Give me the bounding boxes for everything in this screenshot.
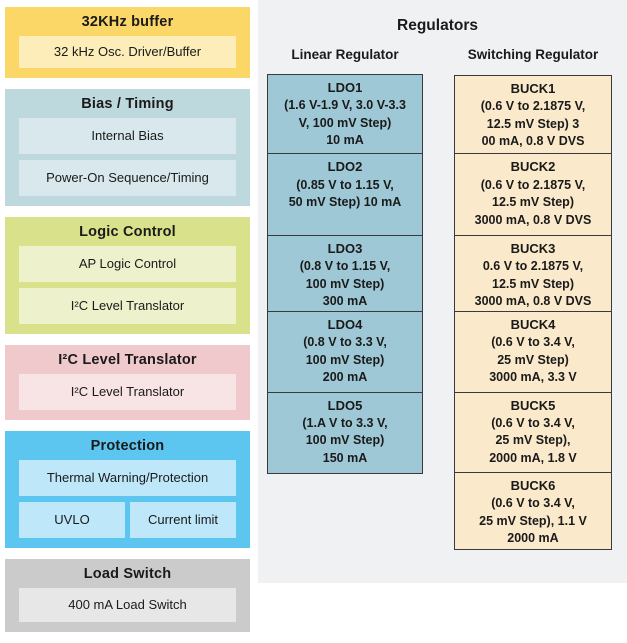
reg-line: (0.6 V to 3.4 V,	[491, 335, 575, 350]
reg-box-buck2: BUCK2 (0.6 V to 2.1875 V, 12.5 mV Step) …	[454, 153, 612, 237]
reg-box-ldo4: LDO4 (0.8 V to 3.3 V, 100 mV Step) 200 m…	[267, 311, 423, 394]
section-title: Logic Control	[79, 224, 176, 240]
regulators-panel: Regulators Linear Regulator Switching Re…	[258, 0, 627, 583]
block-400ma-load-switch: 400 mA Load Switch	[19, 588, 236, 622]
reg-line: V, 100 mV Step)	[298, 115, 392, 130]
reg-box-ldo5: LDO5 (1.A V to 3.3 V, 100 mV Step) 150 m…	[267, 391, 423, 474]
reg-line: (1.6 V-1.9 V, 3.0 V-3.3	[284, 98, 406, 113]
reg-line: (1.A V to 3.3 V,	[302, 415, 388, 430]
reg-box-buck6: BUCK6 (0.6 V to 3.4 V, 25 mV Step), 1.1 …	[454, 472, 612, 551]
reg-box-ldo1: LDO1 (1.6 V-1.9 V, 3.0 V-3.3 V, 100 mV S…	[267, 74, 423, 155]
reg-line: (0.6 V to 3.4 V,	[491, 415, 575, 430]
block-internal-bias: Internal Bias	[19, 118, 236, 154]
reg-line: (0.6 V to 2.1875 V,	[480, 177, 586, 192]
reg-line: 12.5 mV Step) 3	[486, 116, 580, 131]
protection-row: UVLO Current limit	[19, 502, 236, 538]
reg-box-ldo2: LDO2 (0.85 V to 1.15 V, 50 mV Step) 10 m…	[267, 153, 423, 237]
reg-line: 12.5 mV Step)	[492, 195, 574, 210]
reg-line: 3000 mA, 0.8 V DVS	[474, 212, 592, 227]
reg-line: 3000 mA, 0.8 V DVS	[474, 294, 592, 308]
section-logic-control: Logic Control AP Logic Control I²C Level…	[5, 217, 250, 334]
reg-box-buck4: BUCK4 (0.6 V to 3.4 V, 25 mV Step) 3000 …	[454, 311, 612, 394]
section-title: Load Switch	[83, 566, 172, 582]
reg-name: BUCK4	[510, 317, 556, 333]
block-osc-driver-buffer: 32 kHz Osc. Driver/Buffer	[19, 36, 236, 68]
reg-line: 0.6 V to 2.1875 V,	[482, 259, 584, 273]
pmic-block-diagram: { "colors": { "text": "#1A1A1A", "panel"…	[5, 0, 627, 632]
reg-name: BUCK6	[510, 478, 556, 494]
section-title: Bias / Timing	[81, 96, 174, 112]
block-thermal-warning: Thermal Warning/Protection	[19, 460, 236, 496]
reg-box-buck1: BUCK1 (0.6 V to 2.1875 V, 12.5 mV Step) …	[454, 75, 612, 155]
reg-line: 2000 mA	[507, 531, 559, 546]
reg-line: 150 mA	[322, 450, 368, 465]
section-title: Protection	[90, 438, 165, 454]
reg-line: 25 mV Step)	[497, 352, 569, 367]
reg-box-buck3: BUCK3 0.6 V to 2.1875 V, 12.5 mV Step) 3…	[454, 234, 612, 313]
reg-name: BUCK2	[510, 159, 556, 175]
reg-line: 100 mV Step)	[305, 433, 385, 448]
reg-line: 100 mV Step)	[305, 352, 385, 367]
reg-line: 2000 mA, 1.8 V	[489, 450, 577, 465]
section-title: I²C Level Translator	[58, 352, 197, 368]
reg-name: LDO3	[327, 240, 363, 256]
reg-name: LDO5	[327, 397, 363, 413]
block-i2c-level-translator: I²C Level Translator	[19, 374, 236, 410]
regulators-title: Regulators	[397, 17, 478, 34]
reg-line: 200 mA	[322, 370, 368, 385]
reg-line: 3000 mA, 3.3 V	[489, 370, 577, 385]
reg-line: 50 mV Step) 10 mA	[288, 195, 402, 210]
reg-name: BUCK1	[510, 81, 556, 96]
section-title: 32KHz buffer	[81, 14, 174, 30]
reg-line: 25 mV Step), 1.1 V	[479, 513, 587, 528]
reg-line: 300 mA	[322, 294, 368, 308]
reg-line: 12.5 mV Step)	[492, 276, 574, 291]
reg-line: 00 mA, 0.8 V DVS	[481, 134, 585, 149]
reg-line: 25 mV Step),	[495, 433, 571, 448]
reg-line: (0.8 V to 1.15 V,	[299, 259, 391, 273]
reg-name: LDO2	[327, 159, 363, 175]
section-32khz-buffer: 32KHz buffer 32 kHz Osc. Driver/Buffer	[5, 7, 250, 78]
section-bias-timing: Bias / Timing Internal Bias Power-On Seq…	[5, 89, 250, 206]
block-power-on-sequence: Power-On Sequence/Timing	[19, 160, 236, 196]
reg-name: BUCK3	[510, 240, 556, 256]
reg-box-buck5: BUCK5 (0.6 V to 3.4 V, 25 mV Step), 2000…	[454, 391, 612, 474]
block-uvlo: UVLO	[19, 502, 125, 538]
reg-box-ldo3: LDO3 (0.8 V to 1.15 V, 100 mV Step) 300 …	[267, 234, 423, 313]
switching-regulator-heading: Switching Regulator	[467, 47, 599, 62]
function-blocks-column: 32KHz buffer 32 kHz Osc. Driver/Buffer B…	[5, 7, 250, 643]
reg-line: (0.6 V to 3.4 V,	[491, 496, 575, 511]
reg-line: (0.85 V to 1.15 V,	[296, 177, 394, 192]
reg-name: LDO1	[327, 80, 363, 95]
reg-line: 10 mA	[326, 133, 364, 148]
linear-regulator-heading: Linear Regulator	[291, 47, 399, 62]
section-i2c-level-translator: I²C Level Translator I²C Level Translato…	[5, 345, 250, 420]
block-i2c-level-translator: I²C Level Translator	[19, 288, 236, 324]
section-protection: Protection Thermal Warning/Protection UV…	[5, 431, 250, 548]
ldo-column: LDO1 (1.6 V-1.9 V, 3.0 V-3.3 V, 100 mV S…	[267, 74, 423, 474]
section-load-switch: Load Switch 400 mA Load Switch	[5, 559, 250, 632]
block-ap-logic-control: AP Logic Control	[19, 246, 236, 282]
reg-line: 100 mV Step)	[305, 276, 385, 291]
reg-name: LDO4	[327, 317, 363, 333]
reg-name: BUCK5	[510, 397, 556, 413]
buck-column: BUCK1 (0.6 V to 2.1875 V, 12.5 mV Step) …	[454, 75, 612, 551]
reg-line: (0.8 V to 3.3 V,	[303, 335, 387, 350]
block-current-limit: Current limit	[130, 502, 236, 538]
reg-line: (0.6 V to 2.1875 V,	[480, 99, 586, 114]
